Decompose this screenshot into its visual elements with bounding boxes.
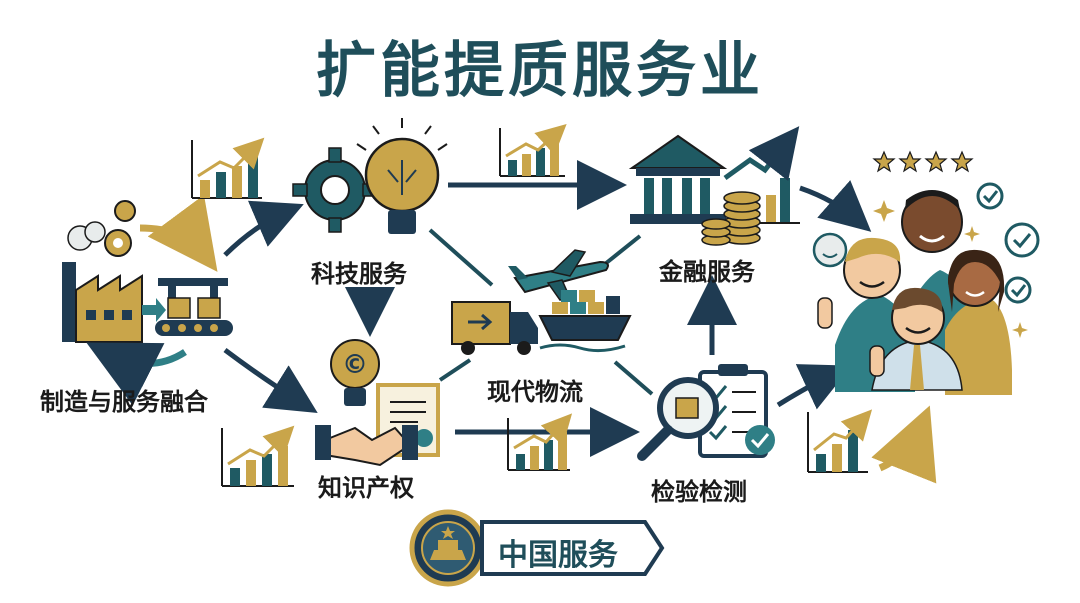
clipboard-icon xyxy=(698,364,775,458)
lightbulb-icon xyxy=(356,118,448,234)
growth-arrow-icon xyxy=(871,405,937,484)
label-logistics: 现代物流 xyxy=(487,378,583,406)
link-tech-logistics xyxy=(428,228,494,287)
growth-chart-icon xyxy=(221,425,295,487)
check-badge-icon xyxy=(976,182,1040,304)
people-group-icon xyxy=(817,190,1012,395)
airplane-icon xyxy=(508,249,609,301)
growth-chart-icon xyxy=(191,137,265,199)
finance-trend-icon xyxy=(723,126,800,224)
emblem-icon xyxy=(409,509,487,587)
copyright-bulb-icon: © xyxy=(330,339,380,406)
gear-icon xyxy=(292,147,378,233)
page-title: 扩能提质服务业 xyxy=(316,36,764,106)
growth-chart-icon xyxy=(499,123,567,177)
link-inspection-logistics xyxy=(613,360,654,396)
sparkle-icon xyxy=(873,200,1028,338)
svg-text:©: © xyxy=(342,350,368,380)
flow-arrows xyxy=(223,160,872,457)
arrow-manufacturing-to-ip xyxy=(223,347,318,413)
label-manufacturing: 制造与服务融合 xyxy=(40,388,208,416)
growth-chart-icon xyxy=(507,413,573,471)
chat-bubble-icon xyxy=(812,232,848,268)
growth-chart-icon xyxy=(807,409,873,473)
factory-icon xyxy=(62,200,166,343)
link-ip-logistics xyxy=(438,358,472,382)
label-ip: 知识产权 xyxy=(318,474,414,502)
bank-icon xyxy=(628,134,728,224)
stars-icon xyxy=(872,150,974,173)
badge-label: 中国服务 xyxy=(498,538,618,573)
arrow-manufacturing-to-tech xyxy=(223,200,304,257)
label-tech: 科技服务 xyxy=(311,260,407,288)
conveyor-icon xyxy=(155,278,233,336)
label-inspection: 检验检测 xyxy=(651,478,747,506)
badge-banner xyxy=(480,520,665,576)
arrow-finance-to-people xyxy=(799,180,872,232)
handshake-icon xyxy=(315,425,418,467)
arrow-inspection-to-people xyxy=(776,364,852,410)
cycle-arrow-top xyxy=(139,194,218,272)
label-finance: 金融服务 xyxy=(659,258,755,286)
cycle-arrow-bottom xyxy=(86,342,187,406)
truck-icon xyxy=(451,301,538,355)
coin-stack-icon xyxy=(701,191,761,246)
cargo-ship-icon xyxy=(538,290,632,353)
magnifier-icon xyxy=(637,377,719,461)
